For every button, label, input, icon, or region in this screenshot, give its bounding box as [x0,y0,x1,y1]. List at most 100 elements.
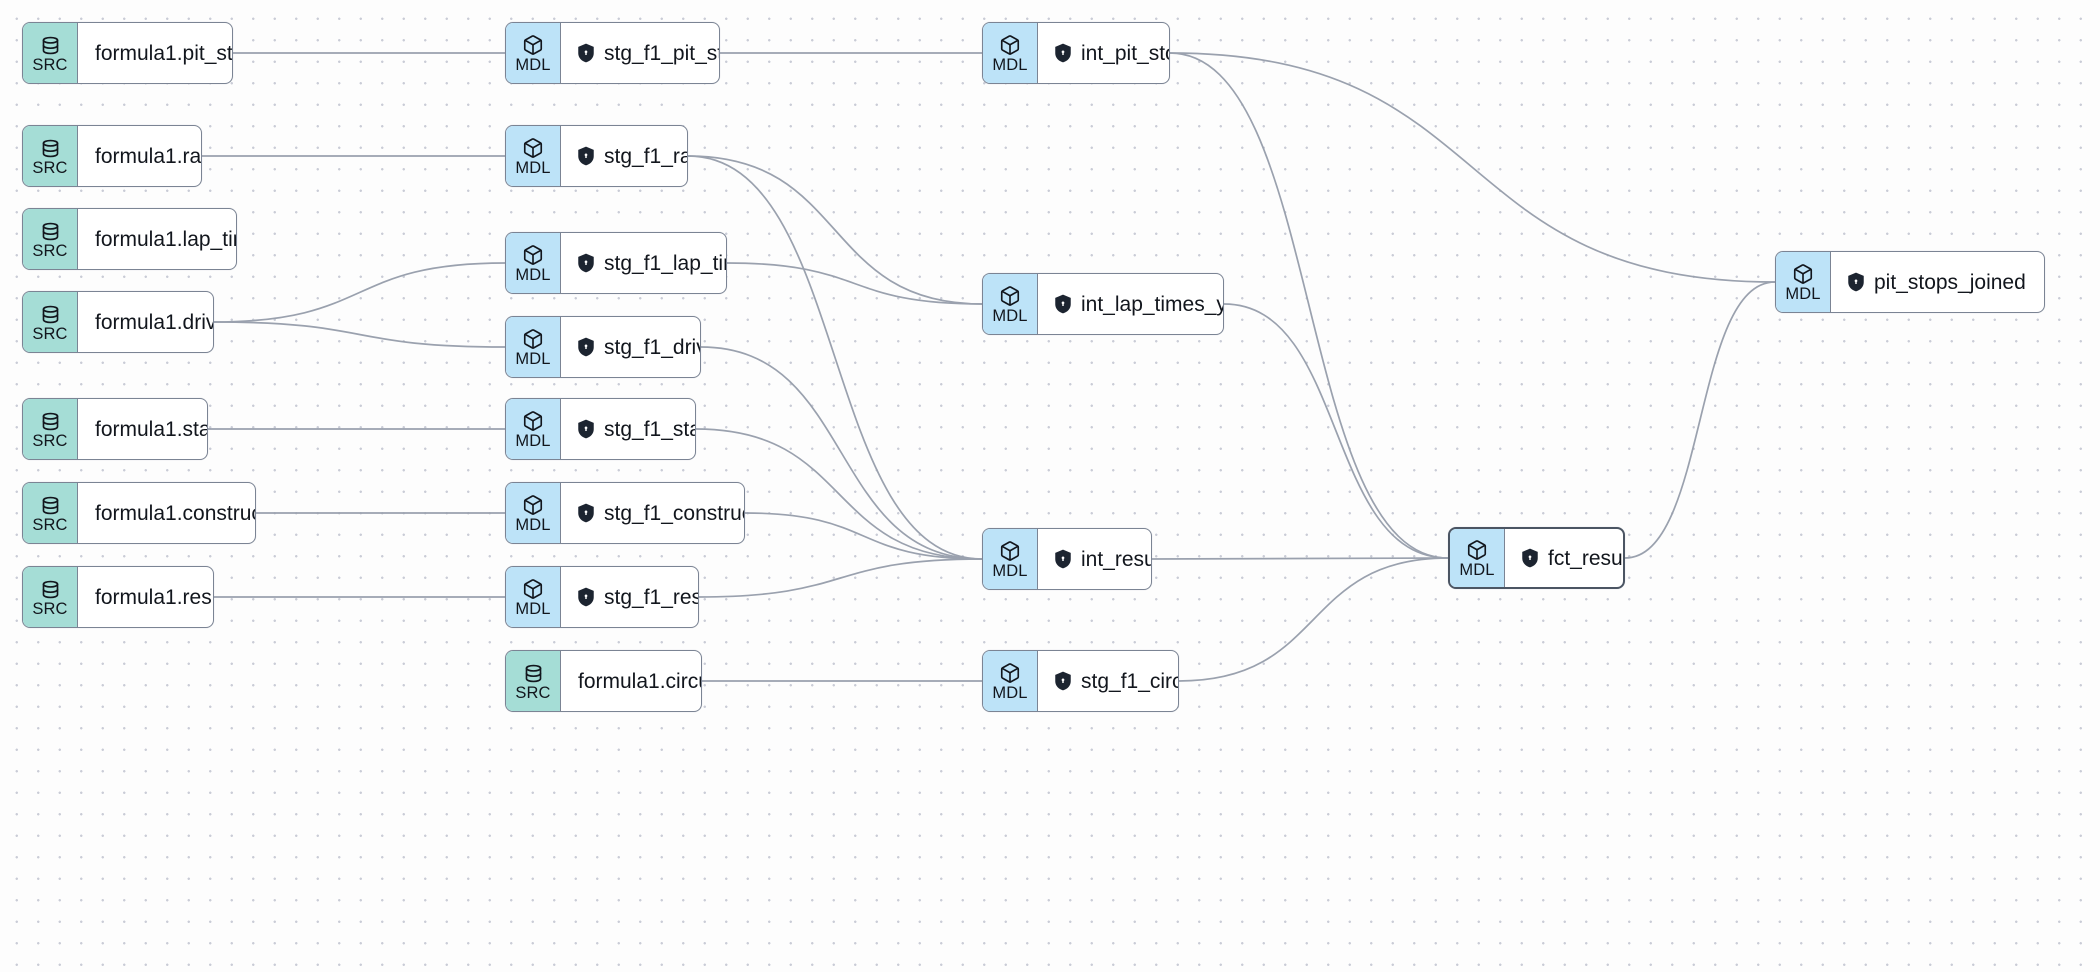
graph-node-src_status[interactable]: SRC formula1.status [22,398,208,460]
node-label: formula1.pit_stops [95,41,233,65]
node-body: int_lap_times_years [1038,274,1223,334]
source-badge: SRC [23,399,78,459]
badge-label: MDL [515,266,551,285]
node-body: stg_f1_races [561,126,687,186]
source-badge: SRC [23,567,78,627]
graph-node-stg_pit_stops[interactable]: MDL stg_f1_pit_stops [505,22,720,84]
node-label: stg_f1_circuits [1081,669,1178,693]
graph-node-stg_lap_times[interactable]: MDL stg_f1_lap_times [505,232,727,294]
badge-label: MDL [515,350,551,369]
graph-node-int_results[interactable]: MDL int_results [982,528,1152,590]
cube-icon [522,494,544,516]
badge-label: SRC [32,324,68,343]
node-label: fct_results [1548,546,1623,570]
graph-node-stg_races[interactable]: MDL stg_f1_races [505,125,688,187]
graph-node-fct_results[interactable]: MDL fct_results [1448,527,1625,589]
shield-icon [1054,671,1072,691]
node-label: stg_f1_results [604,585,698,609]
node-body: formula1.lap_times [78,209,236,269]
badge-label: MDL [1459,561,1495,580]
node-label: formula1.status [95,417,207,441]
database-icon [40,138,61,159]
node-body: formula1.status [78,399,207,459]
graph-node-stg_results[interactable]: MDL stg_f1_results [505,566,699,628]
shield-icon [577,253,595,273]
graph-node-pit_stops_joined[interactable]: MDL pit_stops_joined [1775,251,2045,313]
node-body: formula1.races [78,126,202,186]
source-badge: SRC [23,209,78,269]
node-label: formula1.results [95,585,213,609]
badge-label: MDL [1785,285,1821,304]
node-label: formula1.races [95,144,202,168]
shield-icon [577,43,595,63]
cube-icon [1792,263,1814,285]
node-label: stg_f1_pit_stops [604,41,719,65]
graph-node-src_constructors[interactable]: SRC formula1.constructors [22,482,256,544]
model-badge: MDL [506,567,561,627]
cube-icon [522,34,544,56]
database-icon [523,663,544,684]
shield-icon [577,503,595,523]
cube-icon [522,410,544,432]
model-badge: MDL [506,23,561,83]
badge-label: SRC [32,515,68,534]
node-label: formula1.drivers [95,310,213,334]
badge-label: MDL [515,159,551,178]
source-badge: SRC [23,483,78,543]
node-label: stg_f1_constructors [604,501,744,525]
graph-node-src_results[interactable]: SRC formula1.results [22,566,214,628]
model-badge: MDL [506,317,561,377]
node-label: stg_f1_lap_times [604,251,726,275]
badge-label: MDL [992,684,1028,703]
cube-icon [999,34,1021,56]
badge-label: MDL [515,432,551,451]
badge-label: SRC [32,158,68,177]
model-badge: MDL [983,23,1038,83]
node-label: int_pit_stops [1081,41,1169,65]
node-body: int_results [1038,529,1151,589]
graph-node-src_races[interactable]: SRC formula1.races [22,125,202,187]
badge-label: SRC [515,683,551,702]
shield-icon [1054,549,1072,569]
model-badge: MDL [506,126,561,186]
node-label: int_results [1081,547,1151,571]
node-body: stg_f1_constructors [561,483,744,543]
badge-label: MDL [992,56,1028,75]
cube-icon [999,285,1021,307]
model-badge: MDL [983,651,1038,711]
node-label: int_lap_times_years [1081,292,1223,316]
graph-node-src_circuits[interactable]: SRC formula1.circuits [505,650,702,712]
node-body: stg_f1_pit_stops [561,23,719,83]
node-body: pit_stops_joined [1831,252,2044,312]
database-icon [40,304,61,325]
database-icon [40,495,61,516]
graph-node-src_drivers[interactable]: SRC formula1.drivers [22,291,214,353]
node-body: formula1.constructors [78,483,255,543]
shield-icon [577,587,595,607]
source-badge: SRC [23,23,78,83]
node-label: stg_f1_drivers [604,335,700,359]
shield-icon [577,146,595,166]
graph-node-stg_drivers[interactable]: MDL stg_f1_drivers [505,316,701,378]
node-label: stg_f1_status [604,417,695,441]
node-body: stg_f1_lap_times [561,233,726,293]
graph-node-int_pit_stops[interactable]: MDL int_pit_stops [982,22,1170,84]
database-icon [40,221,61,242]
node-body: fct_results [1505,529,1623,587]
shield-icon [1054,294,1072,314]
node-body: formula1.circuits [561,651,701,711]
shield-icon [1054,43,1072,63]
model-badge: MDL [506,233,561,293]
node-body: int_pit_stops [1038,23,1169,83]
model-badge: MDL [983,529,1038,589]
node-label: stg_f1_races [604,144,687,168]
graph-node-src_pit_stops[interactable]: SRC formula1.pit_stops [22,22,233,84]
graph-node-stg_circuits[interactable]: MDL stg_f1_circuits [982,650,1179,712]
graph-node-stg_status[interactable]: MDL stg_f1_status [505,398,696,460]
node-label: pit_stops_joined [1874,270,2026,294]
cube-icon [522,244,544,266]
